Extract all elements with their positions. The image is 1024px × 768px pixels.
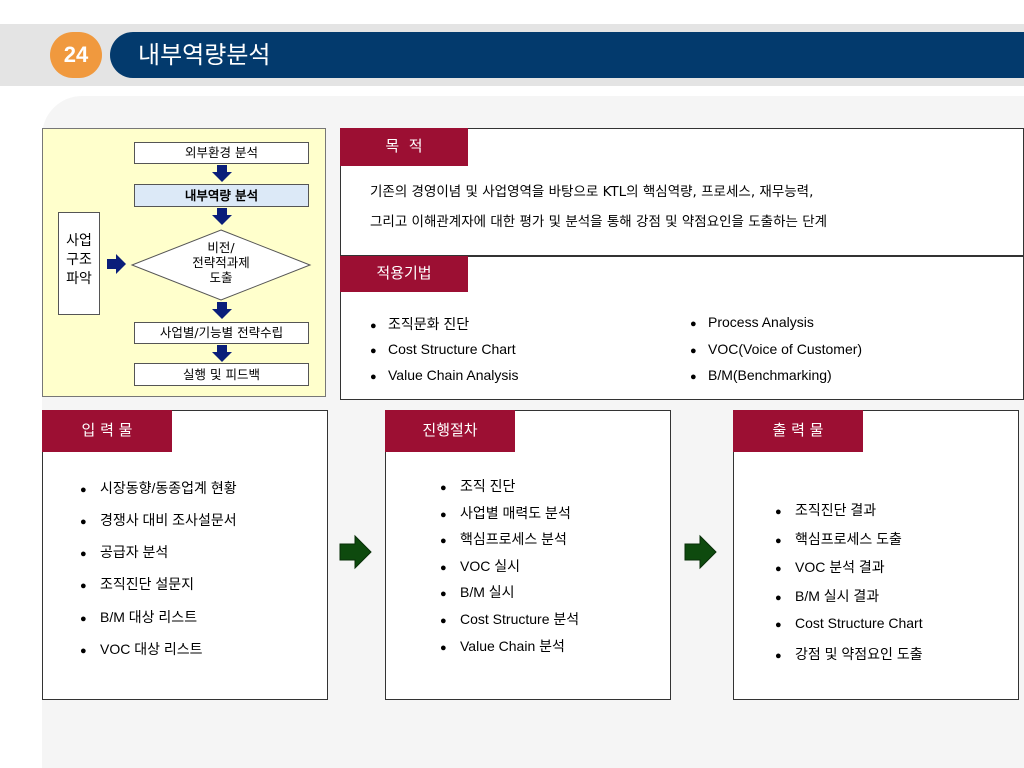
process-box [385, 410, 671, 700]
input-item: VOC 대상 리스트 [80, 639, 203, 659]
process-item: 핵심프로세스 분석 [440, 529, 567, 549]
process-item: Value Chain 분석 [440, 636, 565, 656]
process-item: 사업별 매력도 분석 [440, 503, 571, 523]
output-item: B/M 실시 결과 [775, 586, 879, 606]
input-item: 경쟁사 대비 조사설문서 [80, 510, 237, 530]
slide-number-badge [50, 32, 102, 78]
input-item: 공급자 분석 [80, 542, 168, 562]
output-item: Cost Structure Chart [775, 615, 923, 631]
method-item: Process Analysis [690, 314, 814, 330]
slide-number: 24 [63, 42, 89, 67]
output-tab: 출 력 물 [733, 410, 863, 452]
output-item: 강점 및 약점요인 도출 [775, 644, 923, 664]
process-item: 조직 진단 [440, 476, 515, 496]
arrow-down-icon [212, 165, 232, 182]
flow-step-vision-label: 비전/ 전략적과제 도출 [192, 240, 250, 285]
flow-step-external: 외부환경 분석 [134, 142, 309, 164]
process-item: Cost Structure 분석 [440, 609, 579, 629]
arrow-right-icon [339, 534, 372, 570]
method-item: Value Chain Analysis [370, 367, 518, 383]
purpose-line: 그리고 이해관계자에 대한 평가 및 분석을 통해 강점 및 약점요인을 도출하… [370, 214, 828, 230]
methods-tab: 적용기법 [340, 256, 468, 292]
purpose-line: 기존의 경영이념 및 사업영역을 바탕으로 KTL의 핵심역량, 프로세스, 재… [370, 184, 814, 200]
method-item: 조직문화 진단 [370, 314, 469, 334]
input-tab: 입 력 물 [42, 410, 172, 452]
input-item: 조직진단 설문지 [80, 574, 194, 594]
process-item: VOC 실시 [440, 556, 520, 576]
purpose-box [340, 128, 1024, 256]
process-item: B/M 실시 [440, 582, 515, 602]
arrow-down-icon [212, 345, 232, 362]
title-bar [110, 32, 1024, 78]
input-item: 시장동향/동종업계 현황 [80, 478, 237, 498]
flow-step-internal: 내부역량 분석 [134, 184, 309, 207]
output-item: VOC 분석 결과 [775, 557, 885, 577]
side-label-business-structure: 사업 구조 파악 [58, 212, 100, 315]
purpose-tab: 목 적 [340, 128, 468, 166]
side-label-line: 사업 [66, 233, 92, 249]
flow-step-strategy: 사업별/기능별 전략수립 [134, 322, 309, 344]
method-item: Cost Structure Chart [370, 341, 516, 357]
method-item: VOC(Voice of Customer) [690, 341, 862, 357]
flow-step-vision-diamond [130, 229, 312, 301]
side-label-line: 파악 [66, 271, 92, 287]
side-label-line: 구조 [66, 252, 92, 268]
process-tab: 진행절차 [385, 410, 515, 452]
method-item: B/M(Benchmarking) [690, 367, 832, 383]
output-item: 핵심프로세스 도출 [775, 529, 902, 549]
arrow-down-icon [212, 208, 232, 225]
arrow-down-icon [212, 302, 232, 319]
arrow-right-icon [107, 254, 126, 274]
flow-step-execution: 실행 및 피드백 [134, 363, 309, 386]
arrow-right-icon [684, 534, 717, 570]
input-item: B/M 대상 리스트 [80, 607, 197, 627]
page-title: 내부역량분석 [138, 41, 271, 69]
output-item: 조직진단 결과 [775, 500, 876, 520]
